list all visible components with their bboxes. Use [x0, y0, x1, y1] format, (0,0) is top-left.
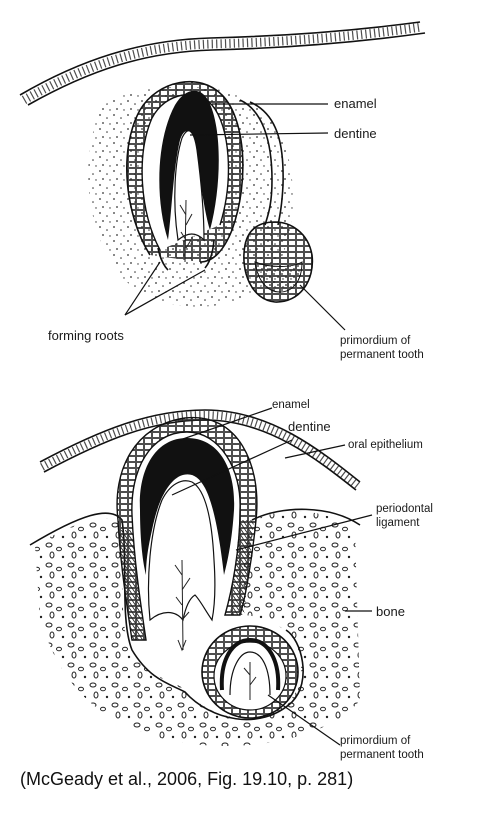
top-forming-roots-leader-2: [124, 269, 206, 316]
top-pulp: [179, 199, 193, 263]
bottom-periodontal-label-line2: ligament: [376, 517, 420, 529]
top-forming-roots-leader-1: [124, 261, 161, 316]
bottom-periodontal-ligament: [118, 530, 144, 640]
top-dentine-label: dentine: [334, 126, 377, 141]
bottom-pulp-vessels: [174, 559, 191, 652]
top-diagram: enamel dentine forming roots primordium …: [19, 21, 426, 361]
top-primordium-label-line2: permanent tooth: [340, 349, 424, 361]
top-permanent-primordium: [243, 221, 314, 303]
top-dentine-leader: [189, 132, 329, 136]
top-oral-epithelium: [19, 21, 426, 106]
bottom-dentine-label: dentine: [288, 419, 331, 434]
bottom-primordium-label-line2: permanent tooth: [340, 749, 424, 761]
bottom-primordium-label-line1: primordium of: [340, 735, 411, 747]
figure-caption: (McGeady et al., 2006, Fig. 19.10, p. 28…: [20, 769, 353, 789]
bottom-enamel-label: enamel: [272, 399, 310, 411]
top-dentine: [174, 130, 205, 242]
top-dental-lamina: [239, 99, 273, 226]
bottom-permanent-primordium: [201, 625, 299, 719]
top-primordium-leader: [299, 284, 346, 331]
bottom-periodontal-leader: [235, 514, 373, 551]
bottom-dentine-leader: [171, 439, 293, 496]
bottom-enamel-leader: [179, 407, 273, 441]
bottom-dentine: [147, 480, 216, 622]
bottom-oral-epithelium-leader: [284, 444, 346, 459]
bottom-enamel: [139, 438, 235, 575]
top-forming-roots-label: forming roots: [48, 328, 124, 343]
bottom-bone-label: bone: [376, 604, 405, 619]
bottom-bone-region: [35, 511, 360, 747]
bottom-periodontal-label-line1: periodontal: [376, 503, 433, 515]
top-enamel-label: enamel: [334, 96, 377, 111]
top-root-left: [157, 247, 169, 271]
bottom-oral-epithelium-label: oral epithelium: [348, 439, 423, 451]
top-root-right: [204, 239, 215, 269]
top-enamel: [159, 90, 219, 241]
top-primordium-label-line1: primordium of: [340, 335, 411, 347]
bottom-diagram: enamel dentine oral epithelium periodont…: [29, 399, 433, 761]
bottom-primordium-leader: [267, 694, 341, 746]
